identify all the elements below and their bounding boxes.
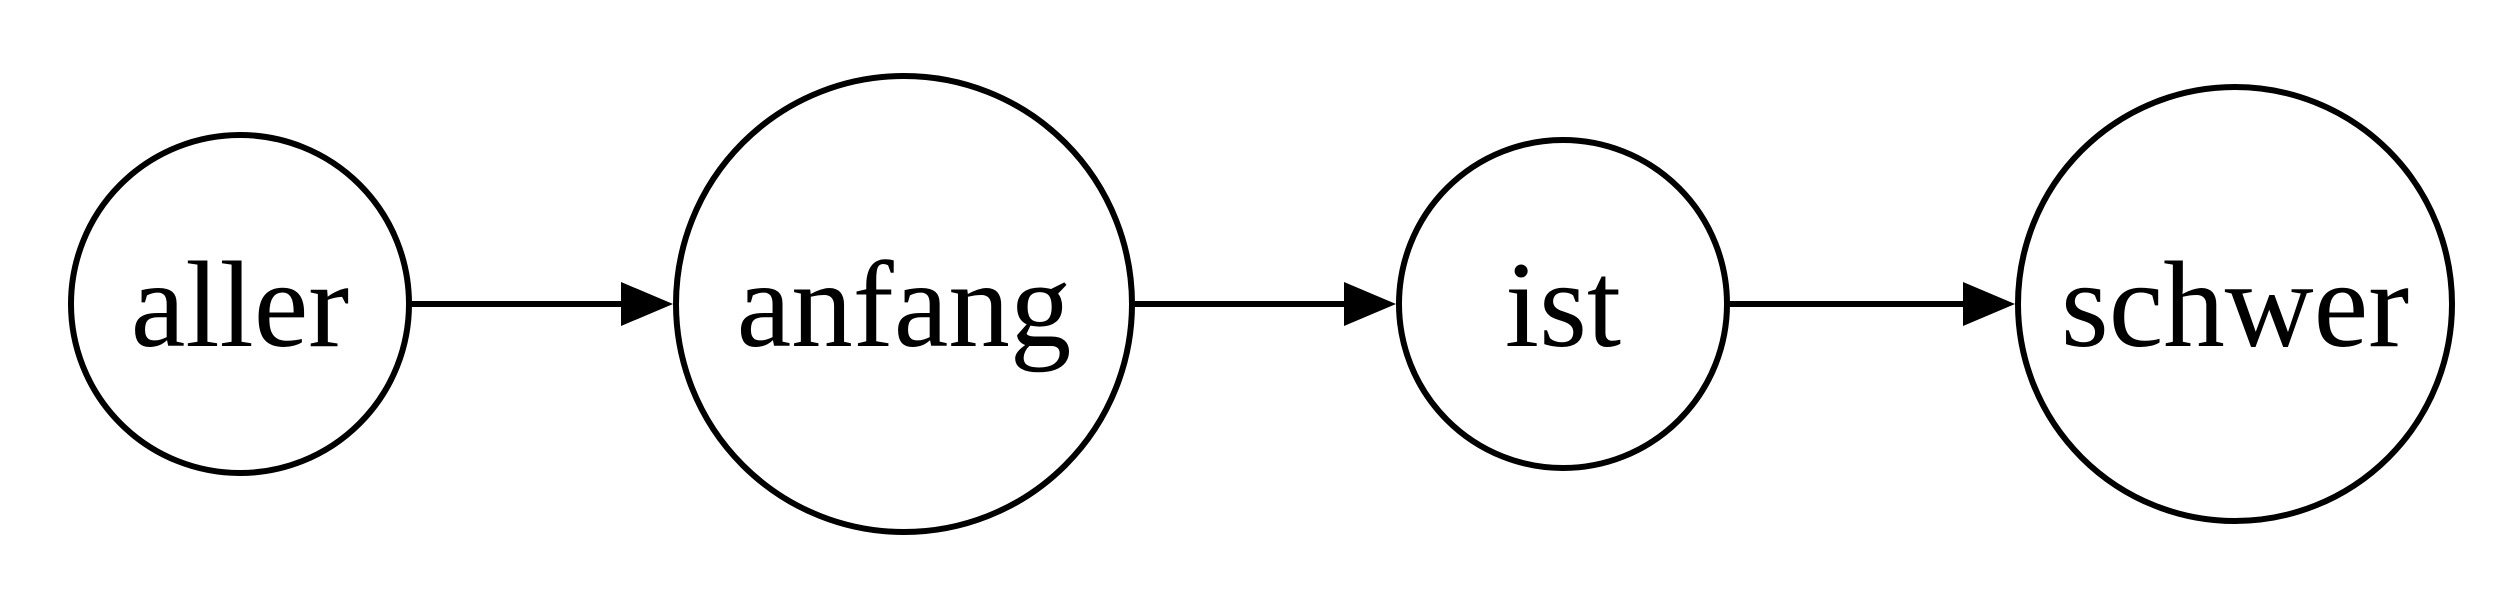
node-anfang: anfang [673,73,1135,535]
node-ist: ist [1396,137,1730,471]
node-schwer: schwer [2015,84,2455,524]
edge-aller-anfang-line [412,301,627,307]
node-aller-label: aller [130,235,350,373]
edge-aller-anfang [412,282,673,326]
node-anfang-label: anfang [736,235,1072,373]
edge-anfang-ist-line [1135,301,1350,307]
node-ist-label: ist [1504,235,1622,373]
edge-ist-schwer [1730,282,2015,326]
node-aller: aller [68,132,412,476]
edge-ist-schwer-line [1730,301,1969,307]
edge-anfang-ist [1135,282,1396,326]
arrowhead-right-icon [1963,282,2015,326]
node-schwer-label: schwer [2060,235,2410,373]
arrowhead-right-icon [1344,282,1396,326]
arrowhead-right-icon [621,282,673,326]
